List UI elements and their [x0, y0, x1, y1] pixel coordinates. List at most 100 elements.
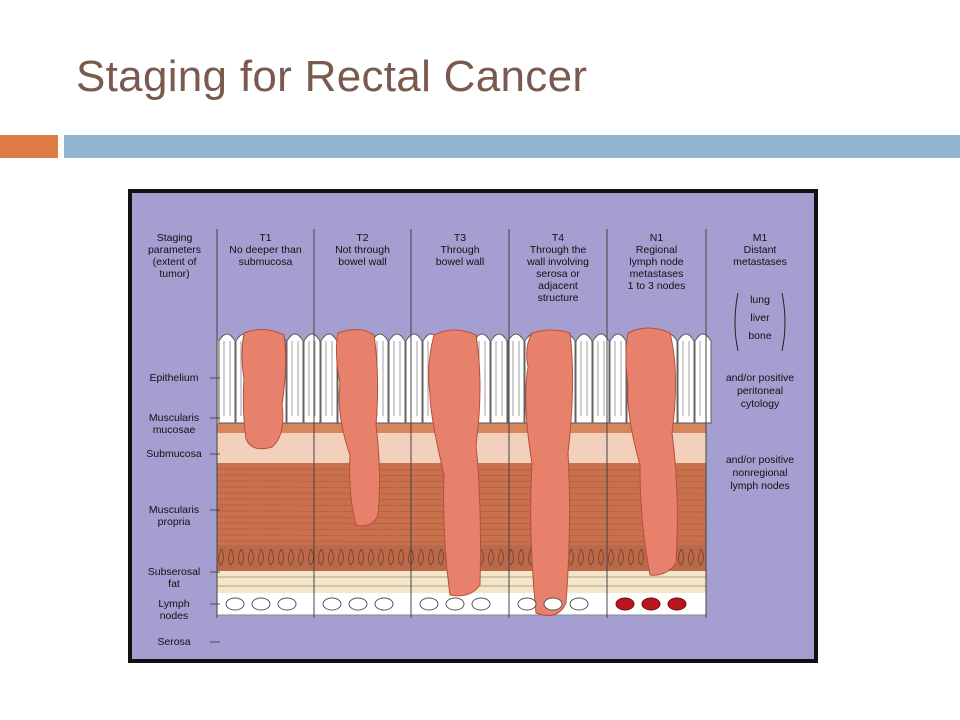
m1-bracket-right: [781, 292, 786, 352]
lymph-node: [517, 597, 537, 611]
crypt: [575, 333, 593, 424]
lymph-node: [251, 597, 271, 611]
subserosa-texture: [368, 548, 374, 566]
subserosa-texture: [618, 548, 624, 566]
crypt: [218, 333, 236, 424]
crypt-line: [291, 341, 299, 416]
m1-note-line: nonregional: [733, 467, 788, 479]
crypt-line: [325, 341, 333, 416]
subserosa-texture: [688, 548, 694, 566]
crypt-line: [308, 341, 316, 416]
subserosa-texture: [358, 548, 364, 566]
crypt: [303, 333, 321, 424]
slide-title: Staging for Rectal Cancer: [76, 52, 588, 101]
subserosa-texture: [588, 548, 594, 566]
lymph-node: [569, 597, 589, 611]
tumor-2: [428, 329, 481, 597]
subserosa-texture: [248, 548, 254, 566]
subserosa-texture: [258, 548, 264, 566]
accent-bar-orange: [0, 135, 58, 158]
subserosa-texture: [398, 548, 404, 566]
column-header-line: N1: [650, 232, 664, 244]
crypt: [388, 333, 406, 424]
column-header-line: Through: [440, 244, 479, 256]
column-header-line: wall involving: [526, 256, 589, 268]
lymph-nodes: [225, 597, 687, 611]
crypt: [507, 333, 525, 424]
subserosa-texture: [278, 548, 284, 566]
layer-label-line: Muscularis: [149, 504, 199, 516]
column-header-line: M1: [753, 232, 768, 244]
layer-label-line: mucosae: [153, 424, 196, 436]
crypt: [592, 333, 610, 424]
subserosa-texture: [608, 548, 614, 566]
subserosa-texture: [268, 548, 274, 566]
lymph-node: [374, 597, 394, 611]
subserosa-texture: [438, 548, 444, 566]
column-header-line: 1 to 3 nodes: [628, 280, 686, 292]
subserosa-texture: [298, 548, 304, 566]
column-header-line: T1: [259, 232, 271, 244]
layer-label-line: fat: [168, 578, 180, 590]
positive-lymph-node: [667, 597, 687, 611]
column-header-line: T2: [356, 232, 368, 244]
subserosa-texture: [628, 548, 634, 566]
subserosa-texture: [488, 548, 494, 566]
lymph-node: [543, 597, 563, 611]
layer-labels: EpitheliumMuscularismucosaeSubmucosaMusc…: [146, 372, 220, 648]
crypt: [490, 333, 508, 424]
crypt: [405, 333, 423, 424]
subserosa-texture: [598, 548, 604, 566]
subserosa-texture: [578, 548, 584, 566]
lymph-node: [471, 597, 491, 611]
subserosa-texture: [678, 548, 684, 566]
lymph-node: [445, 597, 465, 611]
crypt: [694, 333, 712, 424]
layer-label-line: Subserosal: [148, 566, 201, 578]
subserosa-texture: [218, 548, 224, 566]
layer-label-line: Submucosa: [146, 448, 202, 460]
subserosa-texture: [318, 548, 324, 566]
column-header-line: bowel wall: [338, 256, 386, 268]
column-header-line: bowel wall: [436, 256, 484, 268]
subserosa-texture: [308, 548, 314, 566]
m1-site: bone: [748, 330, 772, 342]
m1-bracket-left: [734, 292, 739, 352]
column-dividers: [216, 229, 707, 618]
tumor-1: [335, 329, 381, 527]
column-header-line: structure: [538, 292, 579, 304]
column-header-line: submucosa: [239, 256, 293, 268]
m1-note-line: cytology: [741, 398, 780, 410]
lymph-node: [419, 597, 439, 611]
subserosa-texture: [328, 548, 334, 566]
crypt: [320, 333, 338, 424]
column-header-line: Through the: [530, 244, 587, 256]
layer-label-line: nodes: [160, 610, 189, 622]
layer-label-line: Lymph: [158, 598, 189, 610]
column-header-line: parameters: [148, 244, 201, 256]
crypt-line: [393, 341, 401, 416]
subserosa-texture: [378, 548, 384, 566]
m1-note-line: lymph nodes: [730, 480, 790, 492]
subserosa-texture: [338, 548, 344, 566]
lymph-node: [348, 597, 368, 611]
lymph-node: [277, 597, 297, 611]
m1-note-line: and/or positive: [726, 454, 794, 466]
column-header-line: adjacent: [538, 280, 578, 292]
subserosa-texture: [228, 548, 234, 566]
lymph-node: [322, 597, 342, 611]
column-header-line: metastases: [733, 256, 787, 268]
subserosa-texture: [238, 548, 244, 566]
subserosa-texture: [638, 548, 644, 566]
column-header-line: No deeper than: [229, 244, 302, 256]
crypt-line: [495, 341, 503, 416]
positive-lymph-node: [641, 597, 661, 611]
m1-note-line: peritoneal: [737, 385, 783, 397]
layer-label-line: Epithelium: [149, 372, 198, 384]
tumor-3: [525, 329, 574, 616]
positive-lymph-node: [615, 597, 635, 611]
m1-site: liver: [750, 312, 770, 324]
